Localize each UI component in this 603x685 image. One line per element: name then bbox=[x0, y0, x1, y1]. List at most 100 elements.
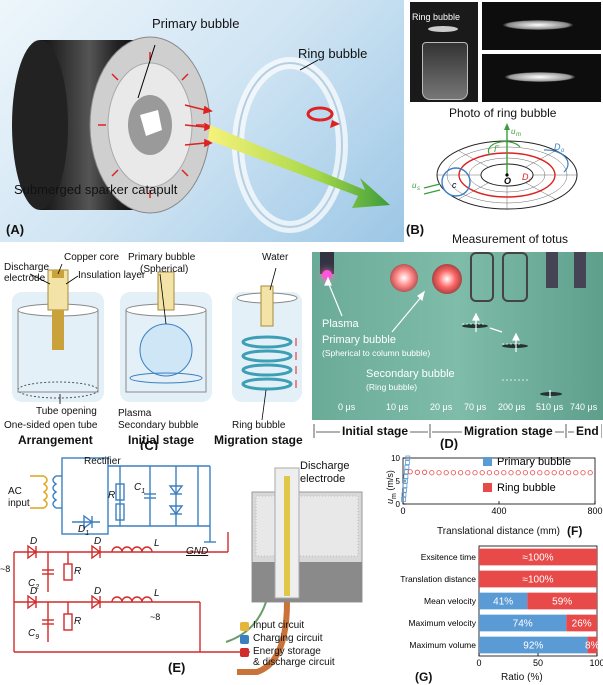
d1-label: D1 bbox=[78, 524, 90, 537]
di-symbol: D bbox=[522, 172, 529, 182]
legend-swatch bbox=[483, 483, 492, 492]
time-label: 0 μs bbox=[338, 402, 356, 412]
bar-data-label: 74% bbox=[513, 619, 533, 630]
stage-end-d: End bbox=[574, 424, 601, 438]
bar-segment bbox=[479, 548, 597, 566]
time-label: 10 μs bbox=[386, 402, 409, 412]
do-symbol: D bbox=[554, 142, 561, 152]
panel-b-label: (B) bbox=[406, 222, 425, 237]
stage-range-label: ~8 bbox=[150, 612, 161, 622]
data-point bbox=[402, 487, 407, 493]
panel-d-label: (D) bbox=[440, 436, 459, 450]
time-label: 200 μs bbox=[498, 402, 526, 412]
tube-opening-label: Tube opening bbox=[36, 406, 97, 417]
data-point bbox=[404, 460, 410, 466]
panel-e: AC input Rectifier GND Discharge electro… bbox=[0, 452, 385, 685]
um-subscript: m bbox=[516, 132, 521, 138]
core-symbol: c bbox=[452, 180, 457, 190]
data-point bbox=[407, 469, 413, 475]
bar-segment bbox=[587, 636, 597, 654]
legend-charging-circuit: Charging circuit bbox=[240, 633, 385, 646]
data-point bbox=[465, 470, 471, 476]
data-point bbox=[515, 470, 521, 476]
data-point bbox=[450, 470, 457, 476]
panel-f-label: (F) bbox=[567, 524, 583, 538]
x-tick-label: 50 bbox=[533, 658, 543, 668]
stage-migration-d: Migration stage bbox=[462, 424, 555, 438]
stage-migration-c: Migration stage bbox=[214, 433, 303, 447]
water-label: Water bbox=[262, 252, 289, 263]
primary-sub-label: (Spherical to column bubble) bbox=[322, 348, 431, 358]
ac-input-label: AC input bbox=[8, 486, 30, 509]
data-point bbox=[558, 470, 564, 476]
secondary-bubble-label-c: Secondary bubble bbox=[118, 420, 199, 431]
legend-label: Charging circuit bbox=[253, 633, 323, 644]
data-point bbox=[436, 470, 442, 476]
sparker-catapult-illustration bbox=[12, 36, 390, 233]
panel-g-label: (G) bbox=[415, 670, 433, 684]
ring-bubble-photo-1 bbox=[482, 2, 601, 50]
gamma-symbol: Γ bbox=[494, 144, 500, 154]
bar-segment bbox=[566, 614, 597, 632]
data-point bbox=[566, 470, 572, 476]
arrangement-diagram bbox=[12, 263, 302, 421]
di-subscript: i bbox=[529, 178, 531, 184]
c1-label: C1 bbox=[134, 482, 146, 495]
diode-label: D bbox=[94, 536, 102, 547]
spherical-label: (Spherical) bbox=[140, 264, 189, 275]
f-xlabel: Translational distance (mm) bbox=[437, 526, 561, 537]
electrode-apparatus bbox=[225, 467, 363, 675]
bar-data-label: 92% bbox=[523, 641, 543, 652]
time-label: 70 μs bbox=[464, 402, 487, 412]
panel-c-label: (C) bbox=[140, 438, 159, 450]
inductor-label: L bbox=[154, 538, 160, 549]
panel-e-label: (E) bbox=[168, 660, 186, 675]
data-point bbox=[551, 470, 557, 476]
data-point bbox=[403, 473, 409, 479]
data-point bbox=[479, 470, 485, 476]
stage-initial-c: Initial stage bbox=[128, 433, 195, 447]
stage-arrangement: Arrangement bbox=[18, 433, 93, 447]
legend-label: Input circuit bbox=[253, 620, 305, 631]
um-symbol: u bbox=[511, 127, 516, 136]
data-point bbox=[573, 470, 579, 476]
ring-bubble-photo-inset bbox=[410, 2, 478, 102]
legend-swatch bbox=[240, 635, 249, 644]
data-point bbox=[401, 497, 406, 502]
photo-caption: Photo of ring bubble bbox=[449, 106, 557, 120]
time-label: 20 μs bbox=[430, 402, 453, 412]
diode-label: D bbox=[30, 586, 38, 597]
bar-segment bbox=[479, 570, 597, 588]
category-label: Translation distance bbox=[400, 574, 476, 584]
high-speed-photo-strip bbox=[312, 252, 603, 420]
legend-input-circuit: Input circuit bbox=[240, 620, 385, 633]
data-point bbox=[522, 470, 528, 476]
ratio-chart: ≈100%Exsitence time≈100%Translation dist… bbox=[400, 545, 603, 668]
panel-b: Ring bubble Photo of ring bubble Γ u m O… bbox=[404, 0, 603, 250]
ring-bubble-label: Ring bubble bbox=[298, 46, 368, 61]
stage-range-label: ~8 bbox=[0, 564, 11, 574]
bar-data-label: 8% bbox=[585, 641, 600, 652]
panel-d: Plasma Primary bubble (Spherical to colu… bbox=[312, 252, 603, 450]
bar-segment bbox=[479, 614, 567, 632]
data-point bbox=[494, 470, 500, 476]
c9-label: C9 bbox=[28, 628, 40, 641]
category-label: Mean velocity bbox=[424, 596, 477, 606]
copper-core-label: Copper core bbox=[64, 252, 120, 263]
ring-bubble-label-c: Ring bubble bbox=[232, 420, 286, 431]
panel-g: ≈100%Exsitence time≈100%Translation dist… bbox=[385, 540, 603, 685]
f-ylabel: um (m/s) bbox=[385, 470, 398, 504]
data-point bbox=[472, 470, 478, 476]
data-point bbox=[580, 470, 586, 476]
legend-label: Primary bubble bbox=[497, 456, 571, 468]
panel-a: Primary bubble Ring bubble Submerged spa… bbox=[0, 0, 404, 242]
rectifier-label: Rectifier bbox=[84, 456, 121, 467]
panel-c: Discharge electrode Copper core Insulati… bbox=[0, 250, 308, 450]
us-subscript: s bbox=[417, 186, 420, 192]
legend-swatch bbox=[483, 457, 492, 466]
data-point bbox=[402, 483, 408, 489]
charging-circuit bbox=[52, 457, 216, 543]
torus-diagram: Γ u m O D i D o c u s bbox=[412, 123, 578, 210]
discharge-electrode-label: Discharge electrode bbox=[4, 262, 50, 284]
